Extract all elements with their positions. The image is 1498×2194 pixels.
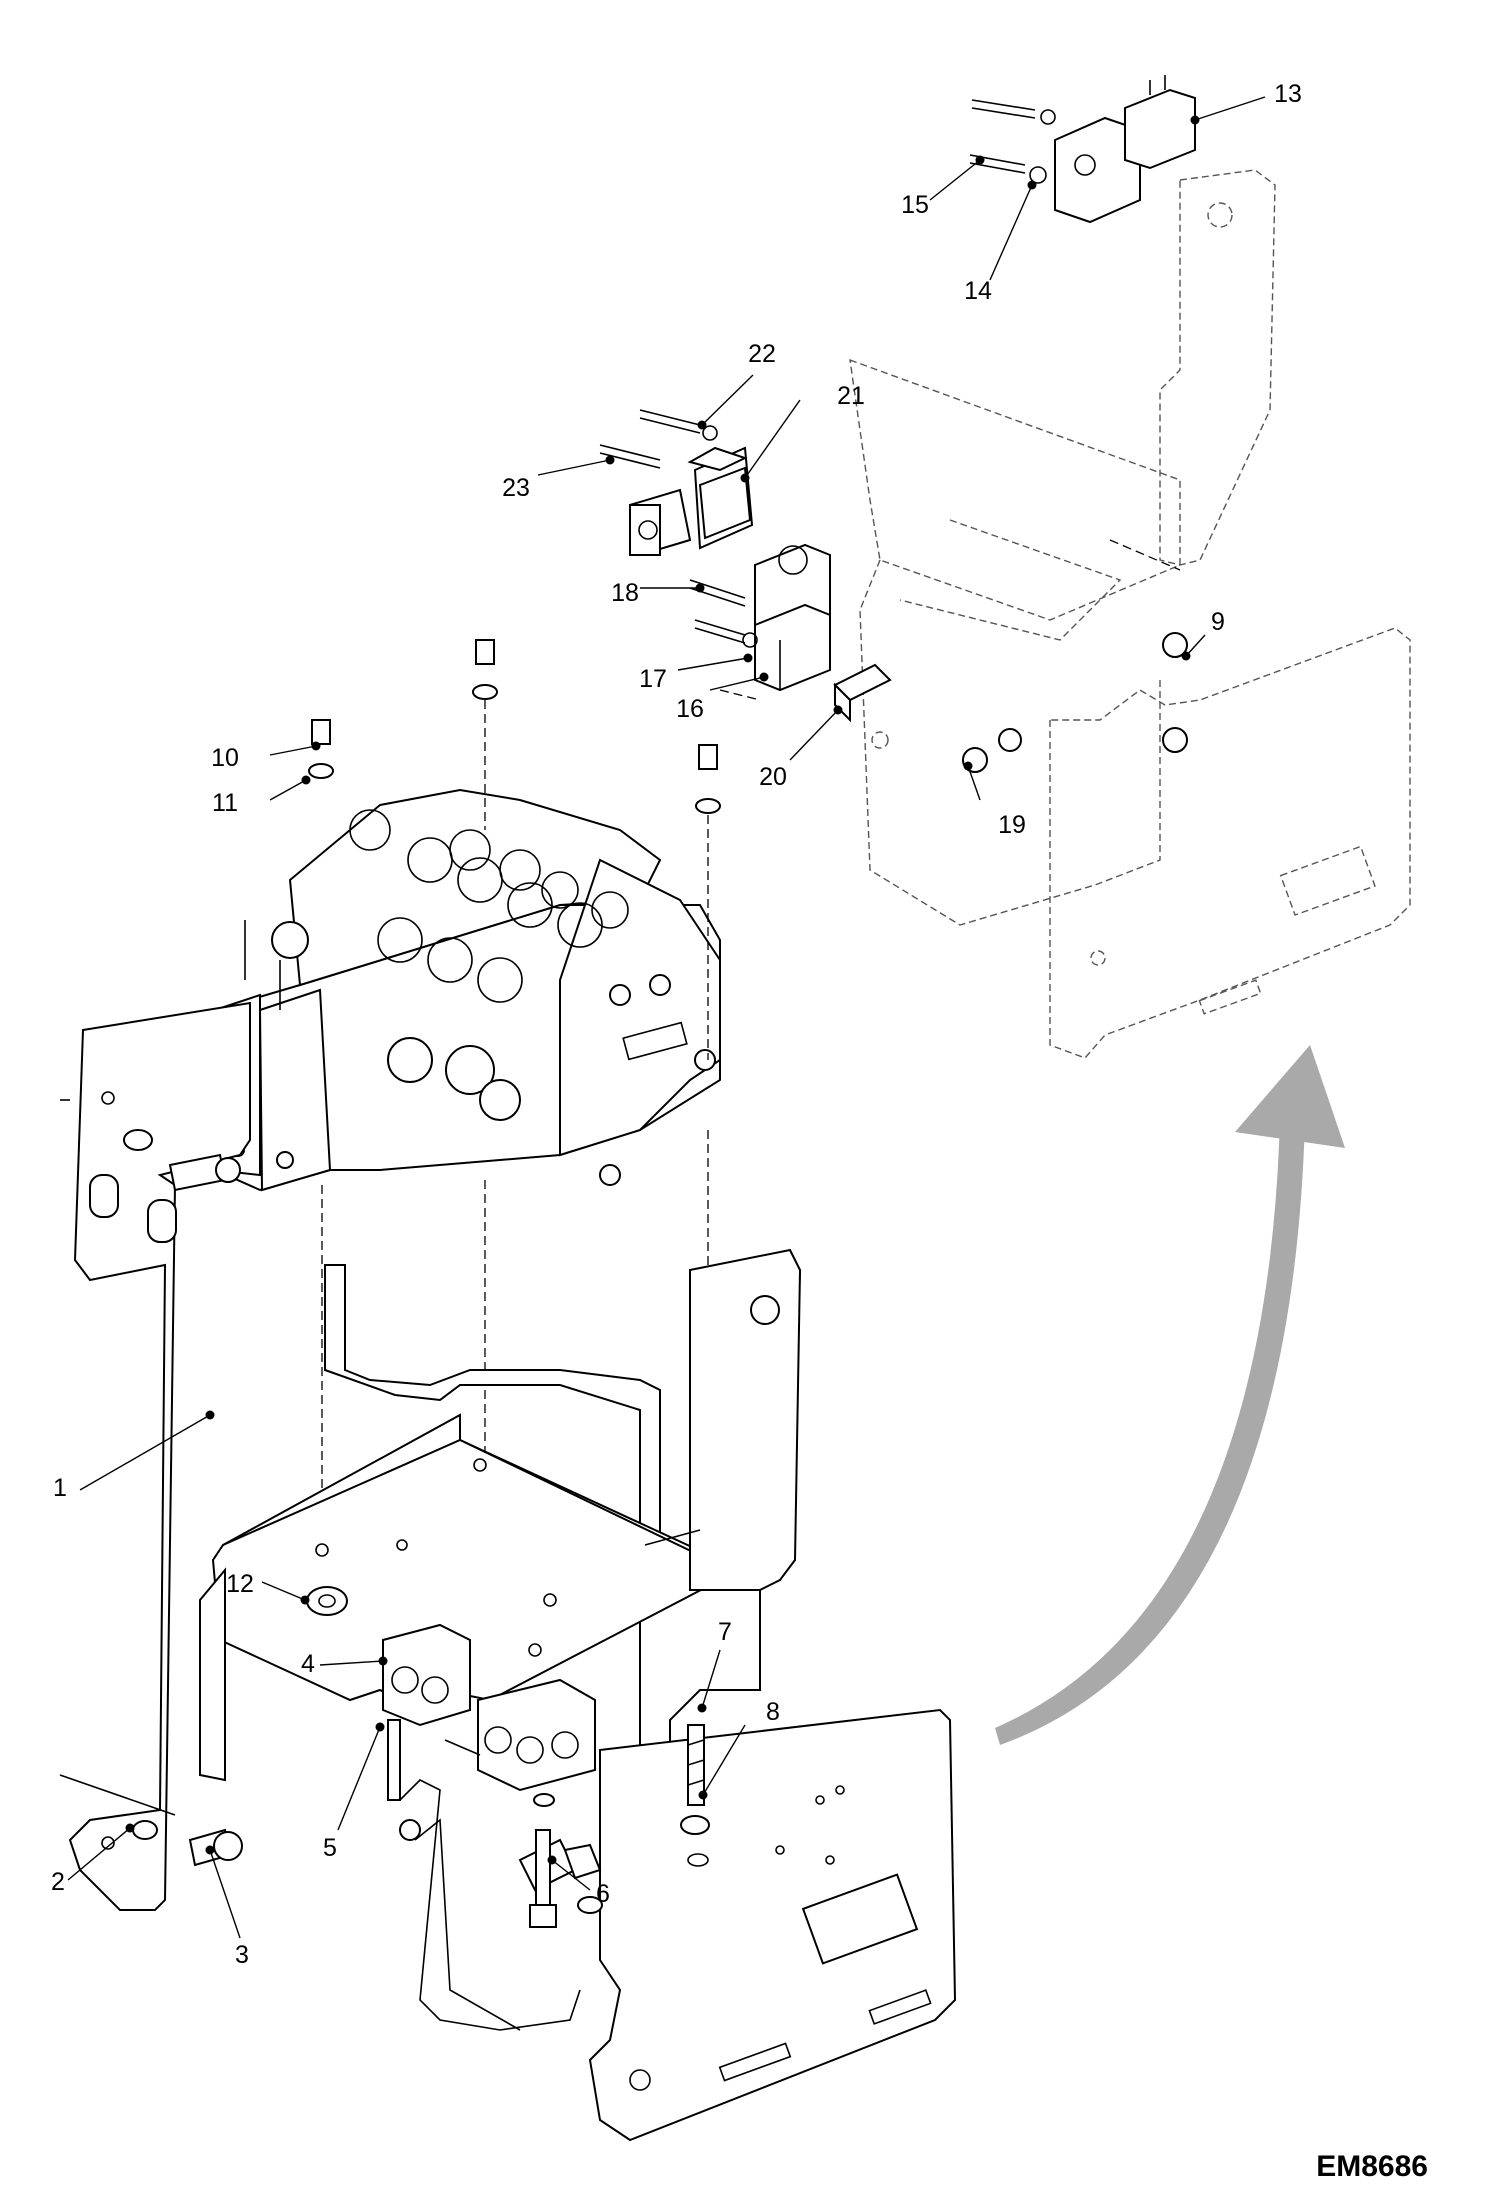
callout-3: 3 [235,1941,249,1969]
callout-23: 23 [502,474,530,502]
control-valve-bank [214,788,721,1192]
callout-4: 4 [301,1650,315,1678]
callout-22: 22 [748,340,776,368]
callout-labels: 1 2 3 4 5 6 7 8 9 10 11 12 13 14 15 16 1… [51,80,1302,1969]
valve-mounting-bolts [308,639,721,814]
callout-17: 17 [639,665,667,693]
lower-frame-assembly [399,1708,957,2142]
nuts-9-19 [962,632,1188,773]
callout-19: 19 [998,811,1026,839]
washer-8 [680,1815,710,1867]
callout-9: 9 [1211,608,1225,636]
solenoid-valve-21 [628,446,754,557]
callout-6: 6 [596,1880,610,1908]
drawing-code: EM8686 [1316,2150,1428,2183]
manifold-block-4 [382,1623,596,1792]
lock-nut-12 [306,1586,348,1616]
callout-2: 2 [51,1868,65,1896]
stud-5 [387,1719,401,1801]
mounting-bracket-1 [60,1001,802,1911]
callout-leaders [67,96,1266,1939]
callout-20: 20 [759,763,787,791]
callout-7: 7 [718,1618,732,1646]
bolt-15 [969,99,1056,184]
assembled-view-outline [849,169,1411,1059]
callout-18: 18 [611,579,639,607]
callout-11: 11 [212,789,238,817]
bolt-6 [529,1793,557,1928]
callout-16: 16 [676,695,704,723]
bolt-3-washer-2 [59,1774,243,1867]
callout-8: 8 [766,1698,780,1726]
callout-5: 5 [323,1834,337,1862]
bracket-20 [833,663,892,723]
solenoid-valve-16 [754,543,831,692]
spring-7 [687,1724,705,1806]
solenoid-valve-13 [1054,75,1196,224]
assembly-direction-arrow [995,1045,1345,1745]
callout-10: 10 [211,744,239,772]
callout-12: 12 [226,1570,254,1598]
callout-14: 14 [964,277,992,305]
callout-dots [125,115,1200,1865]
callout-15: 15 [901,191,929,219]
callout-1: 1 [53,1474,67,1502]
callout-21: 21 [837,382,865,410]
callout-13: 13 [1274,80,1302,108]
